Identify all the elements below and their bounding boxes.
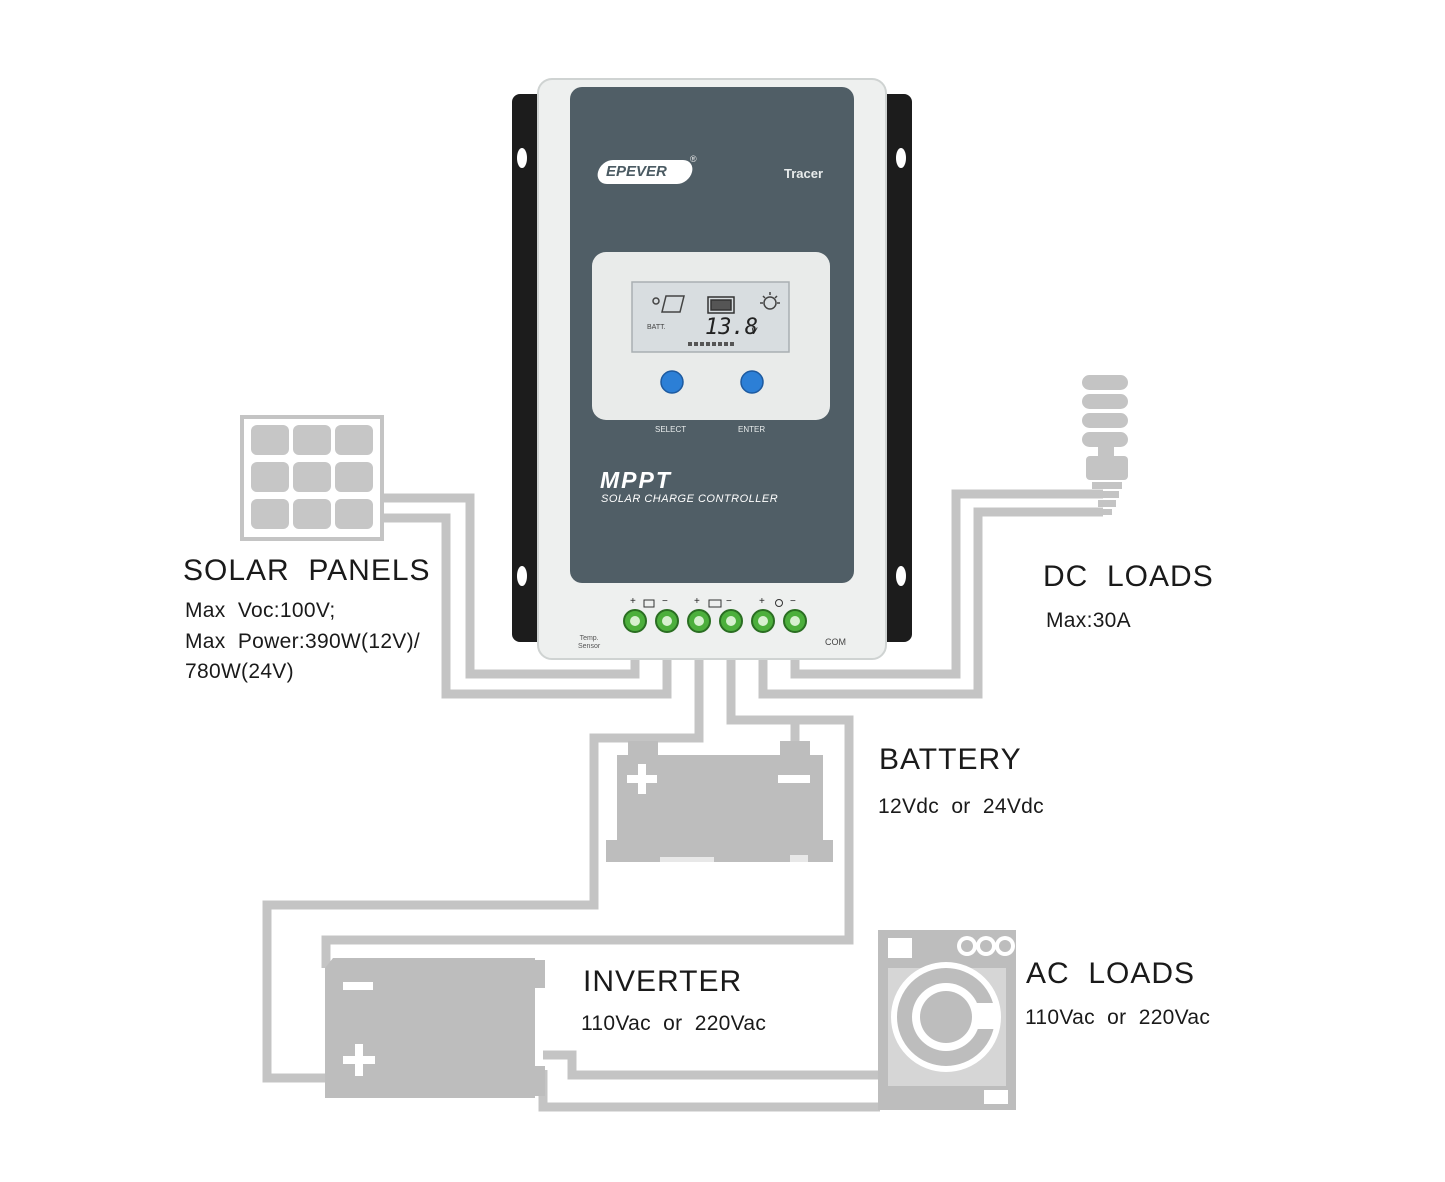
charge-controller — [512, 78, 912, 660]
dc-loads-title: DC LOADS — [1043, 560, 1214, 593]
wire-battery-negative — [321, 658, 854, 968]
inverter-title: INVERTER — [583, 965, 743, 998]
terminal-sign: − — [662, 596, 668, 607]
com-label: COM — [825, 637, 846, 647]
washing-machine-icon — [878, 930, 1016, 1110]
terminal-screw — [687, 609, 711, 633]
wire-battery-positive — [262, 658, 704, 1083]
terminal-battery-icon — [708, 599, 722, 608]
lcd-battery-icon — [707, 296, 735, 314]
select-button[interactable] — [660, 370, 684, 394]
terminal-sign: − — [790, 596, 796, 607]
brand-name: EPEVER — [606, 163, 667, 180]
inverter-spec: 110Vac or 220Vac — [581, 1012, 767, 1035]
solar-spec-voc: Max Voc:100V; — [185, 599, 336, 622]
model-name: Tracer — [784, 166, 824, 181]
terminal-screw — [751, 609, 775, 633]
battery-icon — [606, 741, 833, 862]
battery-spec: 12Vdc or 24Vdc — [878, 795, 1044, 818]
lcd-screen — [631, 281, 790, 353]
lcd-load-icon — [760, 292, 780, 310]
terminal-screw — [783, 609, 807, 633]
temp-sensor-label: Temp. Sensor — [578, 635, 601, 650]
terminal-block — [623, 609, 807, 633]
wire-load-negative — [790, 489, 1103, 679]
terminal-sign: + — [759, 596, 765, 607]
terminal-screw — [655, 609, 679, 633]
terminal-sign: + — [630, 596, 636, 607]
terminal-solar-icon — [643, 599, 655, 608]
select-button-label: SELECT — [655, 425, 687, 434]
wires — [262, 489, 1103, 1112]
battery-title: BATTERY — [879, 743, 1022, 776]
wire-solar-negative — [380, 513, 672, 699]
lcd-solar-icon — [652, 295, 685, 313]
lcd-unit: V — [751, 326, 758, 336]
ac-loads-spec: 110Vac or 220Vac — [1025, 1006, 1211, 1029]
lcd-progress-bar — [688, 342, 734, 346]
terminal-load-icon — [775, 599, 783, 607]
dc-loads-spec: Max:30A — [1046, 609, 1131, 632]
wire-solar-positive — [380, 493, 640, 679]
inverter-icon — [325, 958, 545, 1098]
product-subtitle: SOLAR CHARGE CONTROLLER — [601, 493, 779, 505]
solar-panel-icon — [240, 415, 384, 541]
ac-loads-title: AC LOADS — [1026, 957, 1196, 990]
solar-panels-title: SOLAR PANELS — [183, 554, 431, 587]
lcd-batt-label: BATT. — [647, 324, 666, 331]
wire-load-positive — [758, 507, 1103, 699]
light-bulb-icon — [1082, 375, 1128, 515]
product-name: MPPT — [600, 467, 672, 493]
solar-spec-power: Max Power:390W(12V)/ — [185, 630, 421, 653]
enter-button[interactable] — [740, 370, 764, 394]
enter-button-label: ENTER — [738, 425, 766, 434]
terminal-screw — [623, 609, 647, 633]
terminal-sign: + — [694, 596, 700, 607]
lcd-value: 13.8 — [705, 315, 758, 340]
terminal-sign: − — [726, 596, 732, 607]
wire-ac-line — [543, 1050, 880, 1080]
registered-mark: ® — [690, 154, 697, 164]
solar-spec-power-24v: 780W(24V) — [185, 660, 294, 683]
terminal-screw — [719, 609, 743, 633]
